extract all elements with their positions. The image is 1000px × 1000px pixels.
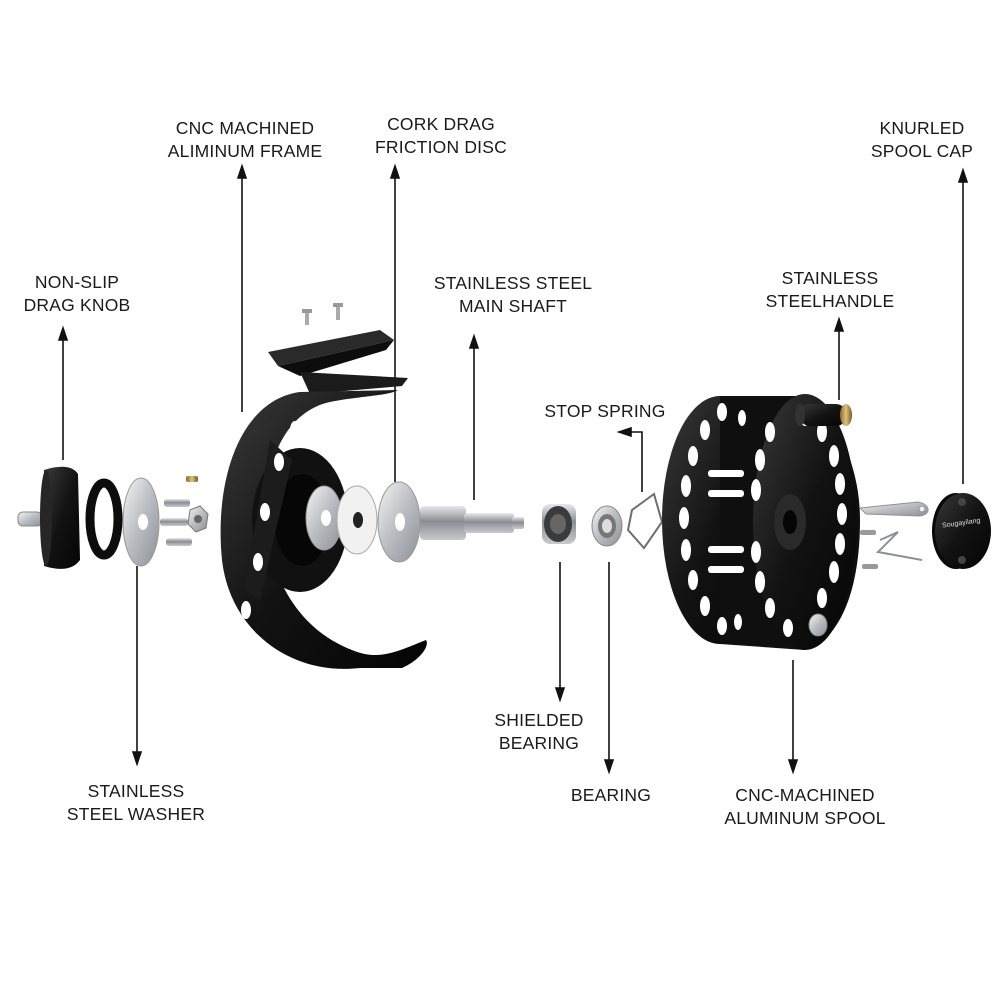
label-frame-line1: CNC MACHINED (175, 118, 315, 138)
stop-spring (626, 492, 664, 550)
drag-knob (17, 466, 80, 569)
stainless-washer (122, 477, 160, 567)
shielded-bearing (542, 504, 576, 544)
leader-bearing (603, 562, 615, 775)
label-spool-cap-line1: KNURLED (879, 118, 965, 138)
knurled-spool-cap (932, 493, 991, 569)
leader-shielded-bearing (554, 562, 566, 703)
label-drag-knob: NON-SLIP DRAG KNOB (24, 271, 131, 317)
label-washer-line2: STEEL WASHER (66, 804, 206, 824)
label-spool-line1: CNC-MACHINED (735, 785, 875, 805)
label-spool-cap-line2: SPOOL CAP (870, 141, 974, 161)
label-spool-line2: ALUMINUM SPOOL (724, 808, 886, 828)
label-shielded-bearing-line1: SHIELDED (494, 710, 584, 730)
label-frame: CNC MACHINED ALIMINUM FRAME (168, 117, 322, 163)
leader-washer (131, 566, 143, 767)
label-main-shaft-line1: STAINLESS STEEL (433, 273, 593, 293)
stainless-handle (795, 404, 852, 426)
label-handle-line1: STAINLESS (781, 268, 879, 288)
leader-handle (833, 316, 845, 400)
leader-lines (57, 163, 969, 775)
label-bearing: BEARING (571, 784, 651, 807)
leader-cork-disc (389, 163, 401, 482)
label-handle: STAINLESS STEELHANDLE (766, 267, 895, 313)
leader-main-shaft (468, 333, 480, 500)
label-cork-disc-line2: FRICTION DISC (375, 137, 507, 157)
spool-knob (808, 613, 828, 637)
label-cork-disc-line1: CORK DRAG (387, 114, 495, 134)
label-main-shaft-line2: MAIN SHAFT (459, 296, 567, 316)
label-washer: STAINLESS STEEL WASHER (67, 780, 205, 826)
reel-foot (268, 330, 394, 376)
frame-screws (302, 303, 343, 325)
label-spool-cap: KNURLED SPOOL CAP (871, 117, 973, 163)
label-drag-knob-line1: NON-SLIP (34, 272, 120, 292)
leader-spool (787, 660, 799, 775)
label-shielded-bearing: SHIELDED BEARING (494, 709, 583, 755)
small-screws (160, 476, 209, 546)
label-washer-line1: STAINLESS (87, 781, 185, 801)
main-shaft (420, 506, 524, 540)
o-ring (85, 478, 123, 560)
bearing (591, 505, 623, 547)
label-spool: CNC-MACHINED ALUMINUM SPOOL (724, 784, 885, 830)
label-stop-spring: STOP SPRING (544, 400, 665, 423)
label-bearing-line1: BEARING (570, 785, 652, 805)
label-drag-knob-line2: DRAG KNOB (23, 295, 131, 315)
label-cork-disc: CORK DRAG FRICTION DISC (375, 113, 507, 159)
leader-stop-spring (616, 426, 643, 492)
drag-discs (305, 481, 421, 563)
label-main-shaft: STAINLESS STEEL MAIN SHAFT (434, 272, 592, 318)
click-pawl (858, 501, 929, 569)
leader-drag-knob (57, 325, 69, 460)
leader-spool-cap (957, 167, 969, 484)
leader-frame (236, 163, 248, 412)
label-frame-line2: ALIMINUM FRAME (167, 141, 323, 161)
label-stop-spring-line1: STOP SPRING (544, 401, 666, 421)
label-shielded-bearing-line2: BEARING (498, 733, 580, 753)
cnc-spool (662, 394, 860, 650)
label-handle-line2: STEELHANDLE (765, 291, 895, 311)
